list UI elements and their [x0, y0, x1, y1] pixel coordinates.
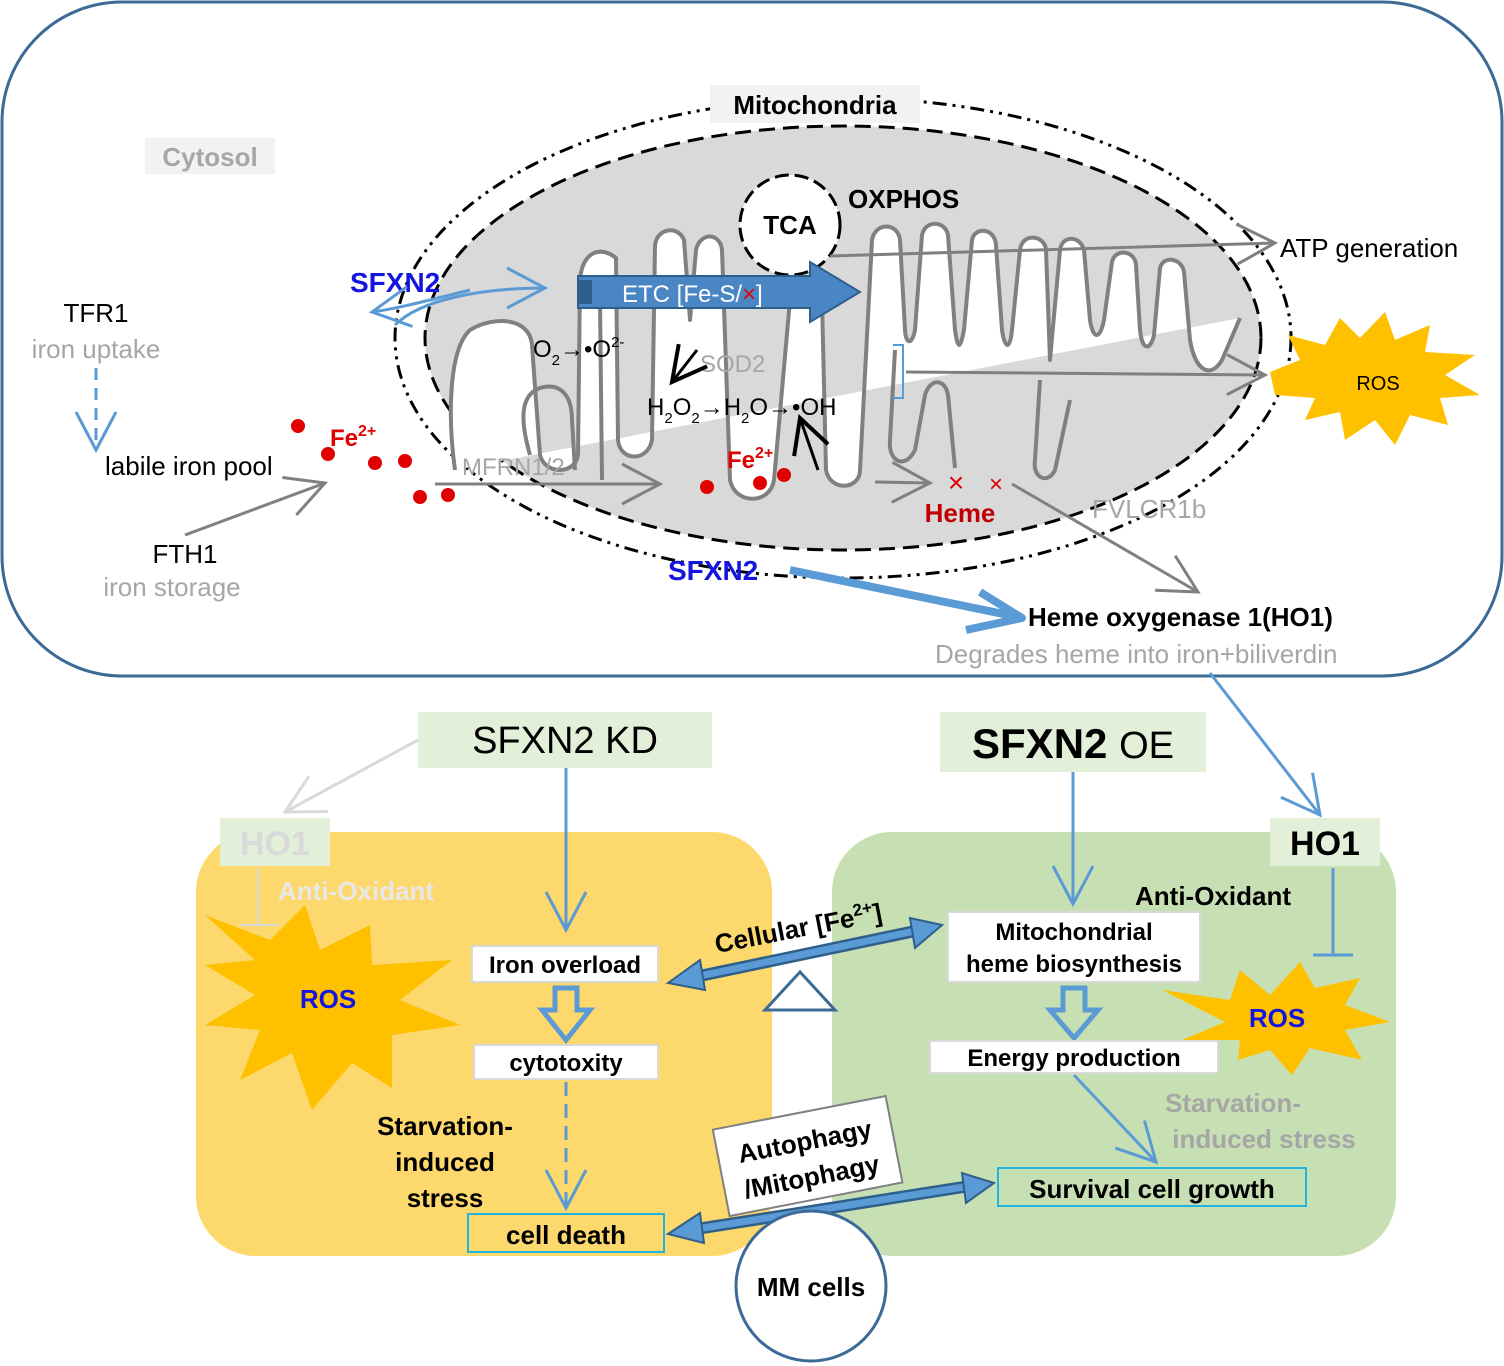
svg-text:HO1: HO1 [1290, 825, 1360, 863]
iron-storage-label: iron storage [103, 572, 240, 602]
sfxn2-mito-label: SFXN2 [350, 267, 440, 298]
kd-inhibit [240, 868, 278, 926]
iron-dots-mito [700, 468, 791, 494]
tca-cycle [738, 173, 842, 277]
svg-text:Survival cell growth: Survival cell growth [1029, 1174, 1275, 1204]
svg-text:Cytosol: Cytosol [162, 142, 257, 172]
cristae [448, 221, 1242, 501]
kd-ho1-box: HO1 [220, 818, 330, 866]
oe-block-arrow [1044, 985, 1104, 1042]
oxphos-label: OXPHOS [848, 184, 959, 214]
mitochondria-label: Mitochondria [710, 85, 920, 123]
kd-starv-line1: Starvation- [377, 1111, 513, 1141]
svg-text:HO1: HO1 [240, 825, 310, 863]
fenton-arrow [800, 418, 818, 471]
o2-reaction: O2→•O2- [533, 334, 624, 369]
atp-arrow [829, 222, 1279, 266]
mito-heme-box: Mitochondrial heme biosynthesis [947, 911, 1201, 983]
oe-title-box: SFXN2 OE [940, 712, 1206, 772]
energy-box: Energy production [929, 1040, 1219, 1074]
fvlcr-arrow [1011, 482, 1201, 594]
ros-top-label: ROS [1356, 373, 1399, 395]
iron-dots-cytosol [291, 419, 455, 504]
heme-x-2: × [989, 471, 1003, 498]
kd-starv-line3: stress [407, 1183, 484, 1213]
sod2-arrow [672, 350, 697, 382]
svg-text:cytotoxity: cytotoxity [509, 1050, 623, 1077]
oe-energy-arrow [1072, 1073, 1159, 1165]
sfxn2-ho1-arrow [789, 566, 1019, 621]
svg-text:heme biosynthesis: heme biosynthesis [966, 951, 1182, 978]
ros-oe-label: ROS [1249, 1003, 1305, 1033]
ros-burst-kd [205, 905, 460, 1110]
iron-overload-box: Iron overload [471, 945, 659, 983]
fe2-cytosol-label: Fe2+ [330, 423, 376, 452]
tfr1-label: TFR1 [64, 298, 129, 328]
kd-block-arrow-1 [536, 985, 596, 1045]
fth1-label: FTH1 [153, 539, 218, 569]
fe2-mito-label: Fe2+ [727, 445, 773, 474]
kd-ho1-arrow [282, 738, 419, 814]
etc-arrow [577, 260, 862, 324]
svg-text:SFXN2 OE: SFXN2 OE [972, 720, 1174, 767]
fth1-arrow [184, 475, 329, 537]
cytotoxity-box: cytotoxity [473, 1044, 659, 1080]
ros-bracket [893, 344, 904, 399]
svg-text:cell death: cell death [506, 1220, 626, 1250]
labile-iron-pool-label: labile iron pool [105, 451, 273, 481]
ros-burst-oe [1162, 962, 1390, 1075]
heme-x-1: × [948, 467, 964, 498]
survival-box: Survival cell growth [997, 1167, 1307, 1207]
kd-starv-line2: induced [395, 1147, 495, 1177]
degrade-to-ho1-arrow [1208, 672, 1322, 818]
ho1-full-label: Heme oxygenase 1(HO1) [1028, 602, 1333, 632]
oe-starv-line1: Starvation- [1165, 1088, 1301, 1118]
cell-death-box: cell death [467, 1213, 665, 1253]
autophagy-arrow [665, 1171, 997, 1245]
oe-starv-line2: induced stress [1172, 1124, 1356, 1154]
degrades-label: Degrades heme into iron+biliverdin [935, 639, 1338, 669]
svg-text:Energy production: Energy production [967, 1045, 1180, 1072]
autophagy-label-box: Autophagy /Mitophagy [711, 1094, 904, 1218]
iron-uptake-label: iron uptake [32, 334, 161, 364]
mfrn-label: MFRN1/2 [462, 454, 565, 481]
cristae-lower [521, 299, 1072, 481]
heme-arrow [874, 460, 934, 504]
kd-title-box: SFXN2 KD [418, 712, 712, 768]
svg-text:Iron overload: Iron overload [489, 952, 641, 979]
etc-label: ETC [Fe-S/×] [622, 281, 763, 308]
mm-cells-circle [734, 1209, 888, 1363]
sod2-label: SOD2 [700, 351, 765, 378]
cellular-fe-arrow [665, 916, 945, 992]
svg-text:Mitochondrial: Mitochondrial [995, 919, 1152, 946]
fvlcr-label: FVLCR1b [1092, 494, 1206, 524]
oe-inhibit [1313, 868, 1353, 957]
svg-text:SFXN2 KD: SFXN2 KD [472, 720, 658, 762]
sfxn2-bottom-label: SFXN2 [668, 555, 758, 586]
atp-generation-label: ATP generation [1280, 233, 1458, 263]
ros-arrow [905, 353, 1269, 397]
delta-triangle [761, 969, 839, 1012]
oe-antioxidant-label: Anti-Oxidant [1135, 881, 1291, 911]
mm-cells-label: MM cells [757, 1272, 865, 1302]
ros-burst-top [1270, 312, 1480, 445]
ros-kd-label: ROS [300, 984, 356, 1014]
heme-label: Heme [925, 498, 996, 528]
peroxide-reaction: H2O2→H2O→•OH [647, 394, 836, 427]
oe-ho1-box: HO1 [1270, 818, 1380, 866]
svg-text:Mitochondria: Mitochondria [733, 90, 897, 120]
tca-label: TCA [763, 210, 817, 240]
cytosol-label: Cytosol [145, 138, 275, 174]
kd-antioxidant-label: Anti-Oxidant [278, 876, 434, 906]
